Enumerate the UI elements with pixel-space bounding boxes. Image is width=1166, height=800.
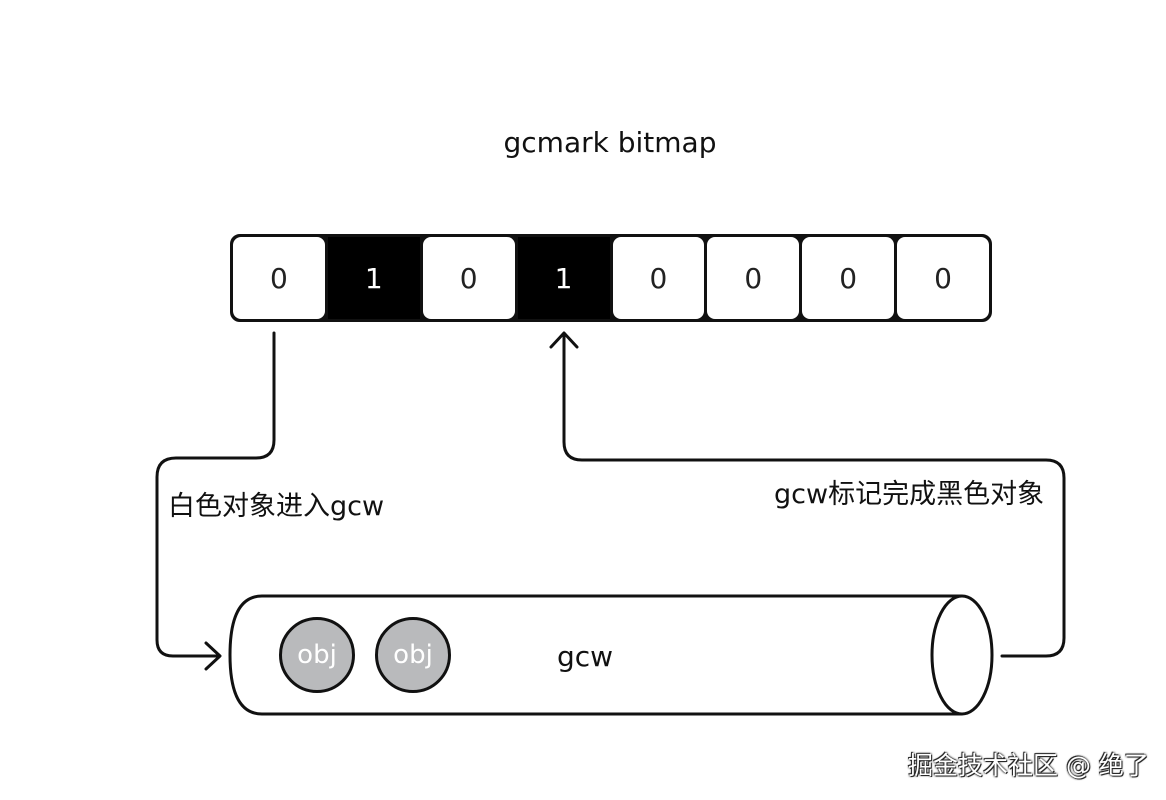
bitmap-cell: 1: [327, 237, 420, 319]
gcw-label: gcw: [556, 640, 614, 673]
bitmap-title: gcmark bitmap: [503, 126, 717, 159]
queued-object: obj: [279, 617, 355, 693]
gcmark-bitmap: 0 1 0 1 0 0 0 0: [230, 234, 992, 322]
bitmap-cell: 1: [517, 237, 610, 319]
bitmap-cell: 0: [612, 237, 705, 319]
bitmap-cell: 0: [233, 237, 325, 319]
gcw-to-black-arrow: [562, 332, 1066, 658]
gcw-cylinder-body: [228, 594, 962, 716]
watermark: 掘金技术社区 @ 绝了: [908, 751, 1149, 780]
white-object-enters-label: 白色对象进入gcw: [168, 491, 385, 522]
bitmap-cell: 0: [802, 237, 895, 319]
white-to-gcw-arrowhead: [204, 641, 222, 671]
gcw-marks-black-label: gcw标记完成黑色对象: [774, 479, 1045, 510]
bitmap-cell: 0: [897, 237, 989, 319]
gcw-to-black-arrowhead: [549, 331, 579, 349]
gcw-cylinder-end: [930, 594, 994, 716]
bitmap-cell: 0: [707, 237, 800, 319]
white-to-gcw-arrow: [155, 331, 276, 658]
queued-object: obj: [375, 617, 451, 693]
bitmap-cell: 0: [422, 237, 515, 319]
